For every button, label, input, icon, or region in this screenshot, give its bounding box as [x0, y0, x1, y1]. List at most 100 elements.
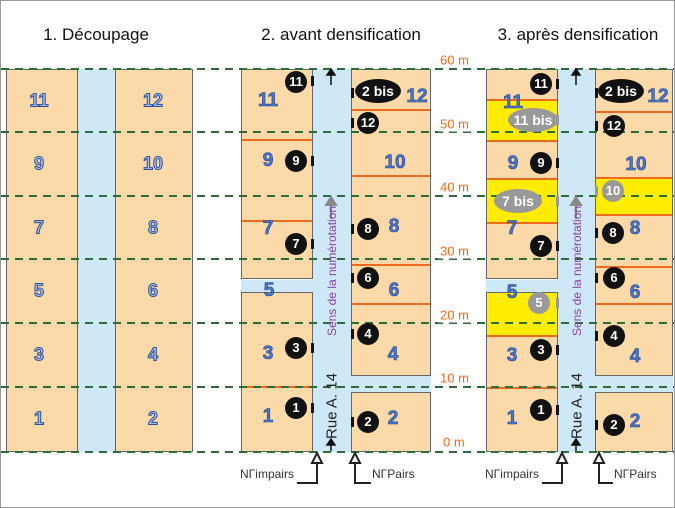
lot-number: 11 [257, 90, 279, 112]
entrance-mark [351, 329, 354, 339]
odd-numbers-label: NΓimpairs [485, 467, 539, 481]
entrance-mark [351, 273, 354, 283]
lot-number: 2 [629, 411, 641, 433]
lot-boundary [352, 303, 430, 305]
p1-street [78, 69, 115, 452]
lot-number: 4 [387, 344, 399, 366]
house-number-marker: 6 [603, 267, 625, 289]
lot-number: 8 [388, 216, 400, 238]
street-name: Rue A. 14 [568, 373, 586, 439]
lot-boundary [596, 177, 672, 179]
house-number-marker-bis: 2 bis [355, 79, 401, 103]
entrance-mark [556, 241, 559, 251]
house-number-marker: 9 [285, 150, 307, 172]
lot-number: 4 [629, 346, 641, 368]
lot-boundary [242, 220, 312, 222]
lot-number: 10 [384, 152, 406, 174]
lot-number: 1 [262, 406, 274, 428]
house-number-marker: 3 [530, 339, 552, 361]
p1-lot: 8 [147, 217, 159, 238]
new-house-number-marker: 7 bis [494, 189, 542, 213]
title-avant: 2. avant densification [261, 25, 421, 44]
house-number-marker: 6 [357, 267, 379, 289]
house-number-marker: 8 [602, 222, 624, 244]
even-numbers-label: NΓPairs [614, 467, 657, 481]
lot-boundary [242, 139, 312, 141]
lot-boundary [487, 99, 557, 101]
p1-lot: 4 [147, 344, 159, 365]
p1-lot: 5 [33, 280, 45, 301]
p1-lot: 12 [142, 90, 164, 111]
even-numbers-label: NΓPairs [372, 467, 415, 481]
house-number-marker: 12 [603, 115, 625, 137]
scale-label: 10 m [438, 370, 471, 386]
house-number-marker: 1 [285, 397, 307, 419]
entrance-mark [351, 417, 354, 427]
lot-boundary [487, 222, 557, 224]
lot-number: 12 [406, 86, 428, 108]
p1-lot: 7 [33, 217, 45, 238]
entrance-mark [595, 121, 598, 131]
entrance-mark [351, 88, 354, 98]
lot-boundary [596, 266, 672, 268]
entrance-mark [556, 405, 559, 415]
entrance-mark-new [556, 298, 559, 308]
house-number-marker: 9 [530, 152, 552, 174]
new-house-number-marker: 11 bis [508, 108, 558, 132]
scale-label: 0 m [441, 434, 467, 450]
lot-boundary [352, 175, 430, 177]
p2-left-lower-block [241, 292, 313, 452]
lot-number: 7 [262, 218, 274, 240]
numbering-direction-label: Sens de la numérotation [570, 205, 584, 337]
entrance-mark [595, 88, 598, 98]
p1-lot: 3 [33, 344, 45, 365]
lot-number: 2 [387, 408, 399, 430]
lot-boundary [352, 264, 430, 266]
house-number-marker: 4 [603, 325, 625, 347]
house-number-marker: 7 [530, 235, 552, 257]
lot-number: 11 [502, 92, 524, 114]
entrance-mark [556, 158, 559, 168]
lot-boundary [487, 335, 557, 337]
lot-number: 5 [506, 282, 518, 304]
lot-number: 3 [506, 345, 518, 367]
scale-label: 60 m [438, 52, 471, 68]
lot-number: 5 [263, 280, 275, 302]
new-house-number-marker: 10 [602, 180, 624, 202]
lot-boundary [596, 111, 672, 113]
house-number-marker: 12 [357, 112, 379, 134]
new-house-number-marker: 5 [528, 292, 550, 314]
lot-boundary [352, 109, 430, 111]
lot-boundary [596, 214, 672, 216]
lot-number: 6 [629, 282, 641, 304]
entrance-mark [556, 345, 559, 355]
lot-number: 8 [629, 218, 641, 240]
house-number-marker-bis: 2 bis [598, 79, 644, 103]
entrance-mark [595, 228, 598, 238]
p1-lot: 2 [147, 408, 159, 429]
lot-number: 9 [507, 153, 519, 175]
house-number-marker: 4 [357, 323, 379, 345]
entrance-mark [311, 403, 314, 413]
lot-number: 12 [647, 86, 669, 108]
entrance-mark [311, 76, 314, 86]
p1-lot: 6 [147, 280, 159, 301]
lot-boundary [596, 303, 672, 305]
title-apres: 3. après densification [497, 25, 659, 44]
p1-lot: 9 [33, 153, 45, 174]
lot-boundary [487, 178, 557, 180]
lot-number: 6 [388, 280, 400, 302]
house-number-marker: 2 [357, 411, 379, 433]
numbering-direction-label: Sens de la numérotation [325, 205, 339, 337]
lot-number: 9 [262, 150, 274, 172]
lot-number: 1 [506, 408, 518, 430]
lot-number: 3 [262, 343, 274, 365]
odd-numbers-label: NΓimpairs [240, 467, 294, 481]
p2-right-lower-block [351, 392, 431, 452]
p1-lot: 1 [33, 408, 45, 429]
entrance-mark [595, 331, 598, 341]
street-name: Rue A. 14 [323, 373, 341, 439]
entrance-mark [311, 156, 314, 166]
title-decoupage: 1. Découpage [43, 25, 149, 44]
